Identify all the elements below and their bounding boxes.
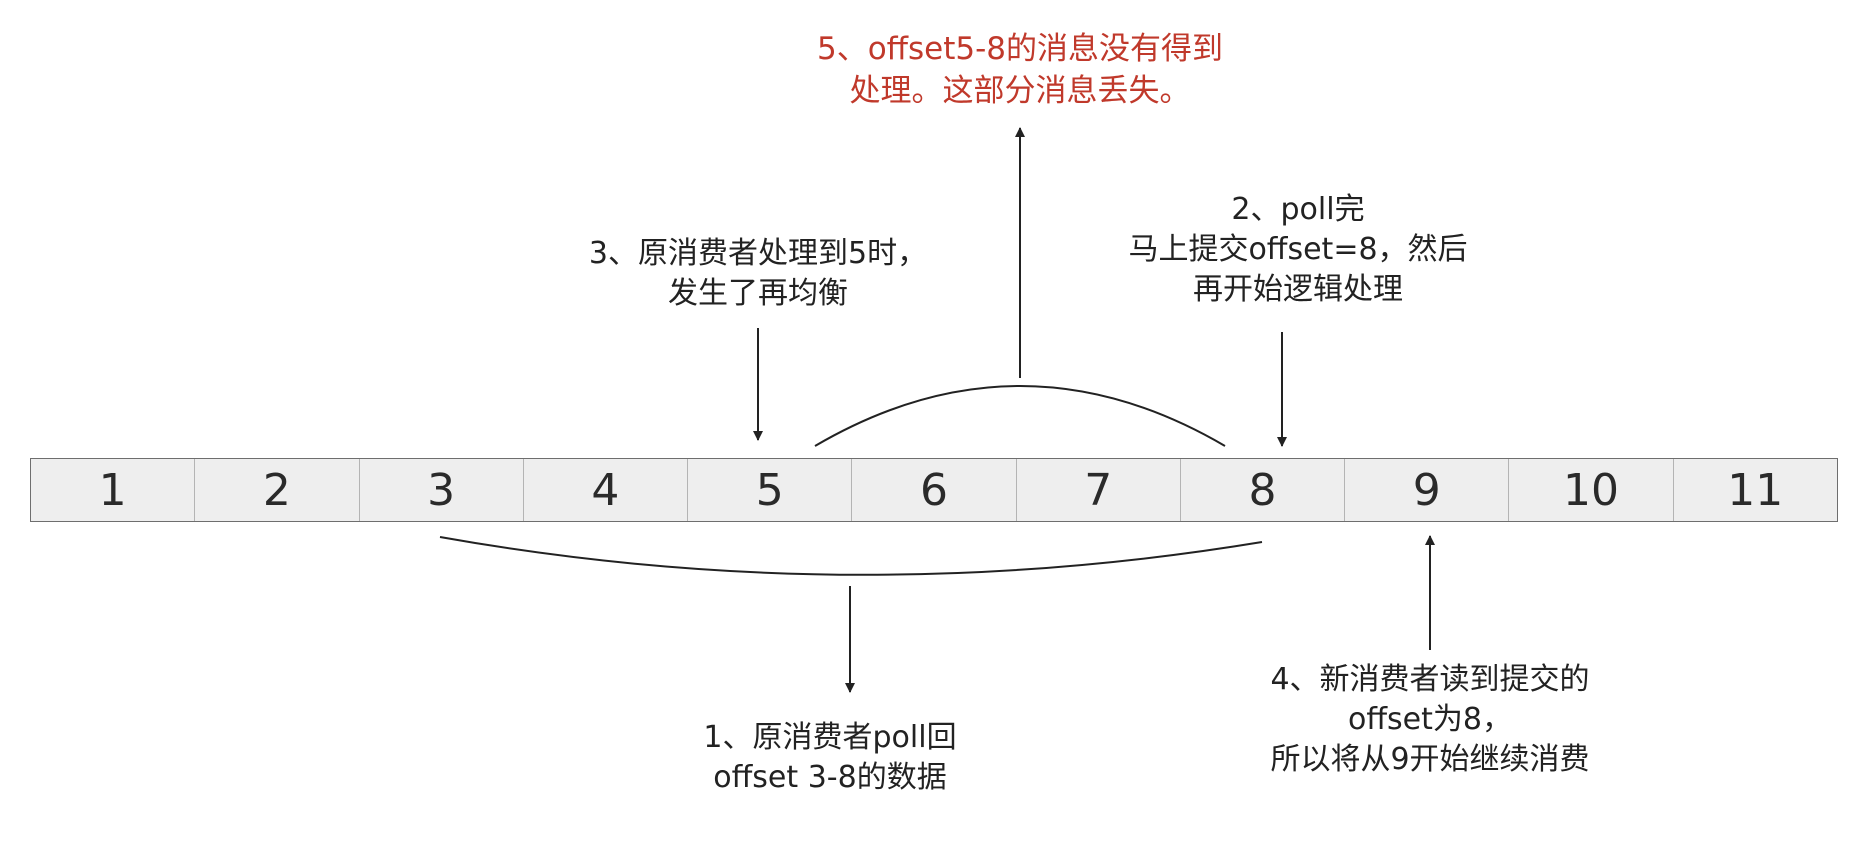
note-2-line-3: 再开始逻辑处理 bbox=[1192, 272, 1403, 307]
note-rebalance: 3、原消费者处理到5时， 发生了再均衡 bbox=[589, 234, 927, 314]
note-5-line-1: 5、offset5-8的消息没有得到 bbox=[816, 31, 1224, 67]
offset-cell: 7 bbox=[1017, 459, 1181, 521]
offset-cell: 2 bbox=[195, 459, 360, 521]
note-4-line-3: 所以将从9开始继续消费 bbox=[1270, 742, 1590, 777]
lost-range-arc bbox=[814, 385, 1226, 447]
note-3-line-2: 发生了再均衡 bbox=[668, 276, 848, 311]
note-commit-offset: 2、poll完 马上提交offset=8，然后 再开始逻辑处理 bbox=[1128, 190, 1467, 310]
note-1-line-1: 1、原消费者poll回 bbox=[703, 720, 957, 755]
poll-range-arc bbox=[439, 536, 1263, 576]
note-4-line-2: offset为8， bbox=[1348, 702, 1512, 737]
offset-cell: 6 bbox=[852, 459, 1017, 521]
note-2-line-2: 马上提交offset=8，然后 bbox=[1128, 232, 1468, 267]
note-4-line-1: 4、新消费者读到提交的 bbox=[1270, 662, 1590, 697]
note-poll-data: 1、原消费者poll回 offset 3-8的数据 bbox=[703, 718, 956, 798]
offset-cell: 3 bbox=[360, 459, 524, 521]
offset-cell: 1 bbox=[31, 459, 196, 521]
offset-cell: 4 bbox=[524, 459, 689, 521]
note-3-line-1: 3、原消费者处理到5时， bbox=[588, 236, 928, 271]
offset-cell: 5 bbox=[688, 459, 853, 521]
note-2-line-1: 2、poll完 bbox=[1231, 192, 1365, 227]
note-5-line-2: 处理。这部分消息丢失。 bbox=[849, 73, 1191, 109]
offset-strip: 1 2 3 4 5 6 7 8 9 10 11 bbox=[30, 458, 1838, 522]
offset-cell: 8 bbox=[1181, 459, 1346, 521]
offset-cell: 10 bbox=[1509, 459, 1674, 521]
offset-cell: 11 bbox=[1727, 464, 1784, 516]
note-new-consumer: 4、新消费者读到提交的 offset为8， 所以将从9开始继续消费 bbox=[1270, 660, 1589, 780]
offset-cell: 9 bbox=[1345, 459, 1510, 521]
note-1-line-2: offset 3-8的数据 bbox=[713, 760, 947, 795]
note-messages-lost: 5、offset5-8的消息没有得到 处理。这部分消息丢失。 bbox=[817, 28, 1223, 112]
